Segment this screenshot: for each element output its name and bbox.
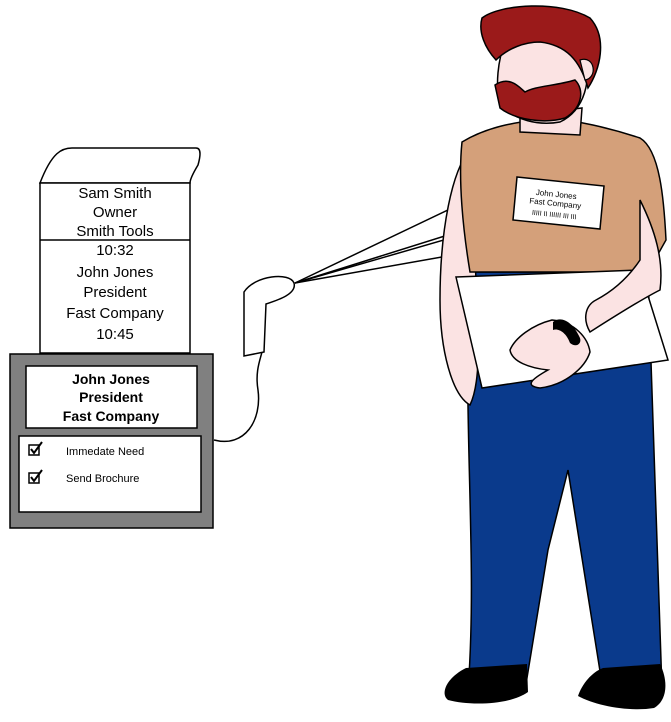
option-label: Immedate Need bbox=[66, 446, 144, 458]
screen-name: John Jones bbox=[72, 371, 150, 387]
scanner-cable bbox=[214, 352, 262, 441]
printout-entry2-time: 10:45 bbox=[96, 326, 134, 343]
printout-entry2-title: President bbox=[83, 284, 147, 301]
left-shoe bbox=[445, 664, 528, 704]
printout-paper: Sam Smith Owner Smith Tools 10:32 John J… bbox=[40, 148, 200, 353]
option-label: Send Brochure bbox=[66, 473, 139, 485]
screen-company: Fast Company bbox=[63, 408, 160, 424]
screen-title: President bbox=[79, 389, 143, 405]
printout-entry1-time: 10:32 bbox=[96, 242, 134, 259]
printout-entry1-company: Smith Tools bbox=[76, 223, 153, 240]
scanner-body bbox=[244, 277, 294, 356]
monitor: John Jones President Fast Company Immeda… bbox=[10, 354, 213, 528]
right-shoe bbox=[578, 664, 665, 709]
printout-entry1-name: Sam Smith bbox=[78, 185, 151, 202]
name-badge: John Jones Fast Company IIIII II IIIIII … bbox=[513, 177, 604, 229]
printout-entry2-name: John Jones bbox=[77, 264, 154, 281]
printout-entry2-company: Fast Company bbox=[66, 305, 164, 322]
printout-entry1-title: Owner bbox=[93, 204, 137, 221]
person bbox=[440, 6, 668, 709]
